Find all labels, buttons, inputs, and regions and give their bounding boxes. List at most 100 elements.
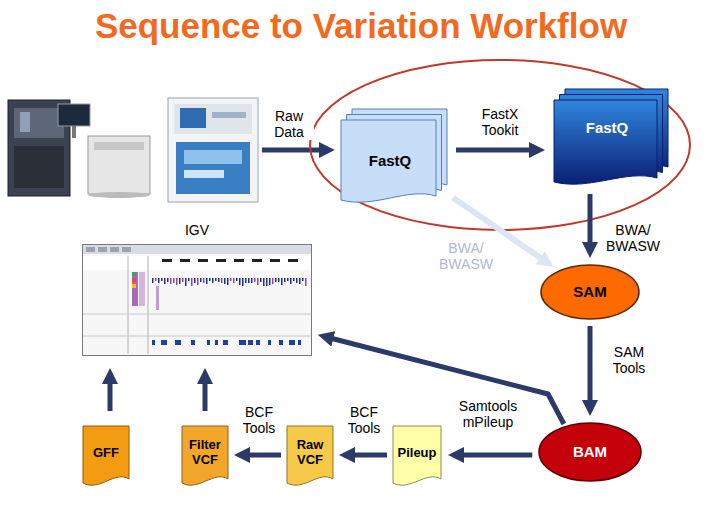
variant-tick bbox=[287, 278, 289, 281]
variant-tick bbox=[179, 278, 181, 284]
node-label: Raw VCF bbox=[289, 438, 331, 468]
gene-segment bbox=[289, 340, 295, 345]
variant-tick bbox=[221, 278, 223, 283]
arrow-connector bbox=[456, 148, 532, 153]
gene-segment bbox=[215, 340, 218, 345]
variant-tick bbox=[167, 278, 169, 282]
gene-segment bbox=[268, 340, 271, 345]
variant-tick bbox=[224, 278, 226, 284]
node-label: BAM bbox=[573, 443, 607, 460]
panel-divider bbox=[128, 256, 129, 354]
gene-segment bbox=[207, 340, 210, 345]
variant-tick bbox=[278, 278, 280, 282]
machine-shadow bbox=[88, 192, 150, 198]
track-divider bbox=[83, 336, 311, 337]
ruler-tick bbox=[180, 259, 190, 262]
ruler-row bbox=[83, 256, 311, 270]
gene-segment bbox=[239, 340, 246, 345]
variant-tick bbox=[284, 278, 286, 282]
edge-label-box: SAM Tools bbox=[603, 344, 655, 376]
sequencer-panel bbox=[94, 142, 144, 150]
variant-tick bbox=[161, 278, 163, 281]
variant-tick bbox=[182, 278, 184, 282]
variant-tick bbox=[263, 278, 265, 286]
sample-color-block bbox=[132, 272, 138, 306]
free-label-box: Raw Data bbox=[264, 108, 314, 140]
variant-tick bbox=[194, 278, 196, 283]
monitor-screen bbox=[58, 104, 90, 126]
variant-tick bbox=[155, 278, 157, 281]
document-outline bbox=[83, 426, 129, 485]
monitor-stand bbox=[72, 126, 76, 138]
toolbar-button bbox=[86, 247, 95, 252]
stacked-page bbox=[554, 100, 657, 184]
toolbar-button bbox=[98, 247, 107, 252]
arrow-connector bbox=[108, 381, 113, 411]
edge-label-box: BCF Tools bbox=[338, 404, 390, 436]
node-label: FastQ bbox=[369, 152, 412, 169]
window-frame bbox=[83, 245, 312, 356]
variant-tick bbox=[275, 278, 277, 282]
fastq-stack: FastQ bbox=[553, 88, 669, 188]
edge-label: Samtools mPileup bbox=[446, 398, 530, 430]
edge-label: BCF Tools bbox=[233, 404, 285, 436]
arrow-connector bbox=[588, 194, 593, 245]
variant-tick bbox=[260, 278, 262, 282]
edge-label: BWA/ BWASW bbox=[434, 240, 498, 272]
gene-segment bbox=[256, 340, 260, 345]
vcf-document: Filter VCF bbox=[181, 425, 229, 489]
variant-tick bbox=[296, 278, 298, 283]
sequencer-slot bbox=[212, 112, 246, 118]
bam-ellipse: BAM bbox=[538, 422, 642, 482]
variant-tick bbox=[188, 278, 190, 281]
variant-tick bbox=[236, 278, 238, 281]
arrow-connector bbox=[352, 453, 387, 458]
variant-tick bbox=[164, 278, 166, 284]
gene-segment bbox=[152, 340, 155, 345]
sample-color-block bbox=[139, 272, 145, 306]
variant-tick bbox=[239, 278, 241, 285]
document-outline bbox=[287, 426, 333, 485]
panel-divider bbox=[148, 256, 149, 354]
highlight-ellipse bbox=[310, 60, 690, 230]
variant-tick bbox=[200, 278, 202, 282]
fastq-stack: FastQ bbox=[340, 108, 448, 206]
ellipse-outline bbox=[541, 265, 639, 319]
variant-tick bbox=[245, 278, 247, 283]
variant-tick bbox=[206, 278, 208, 284]
gene-segment bbox=[175, 340, 181, 345]
edge-label-box: BCF Tools bbox=[233, 404, 285, 436]
variant-tick bbox=[227, 278, 229, 285]
variant-tick bbox=[212, 278, 214, 283]
variant-tick bbox=[302, 278, 304, 281]
gene-segment bbox=[161, 340, 167, 345]
sequencer-screen bbox=[180, 108, 206, 128]
node-label: FastQ bbox=[586, 119, 629, 136]
sequencer-panel bbox=[14, 146, 64, 188]
sample-color-square bbox=[132, 284, 136, 288]
variant-tick bbox=[218, 278, 220, 282]
variant-tick bbox=[170, 278, 172, 284]
sequencer-window bbox=[20, 112, 30, 132]
node-label: SAM bbox=[573, 283, 606, 300]
edge-label-box: BWA/ BWASW bbox=[603, 222, 663, 254]
gff-document: GFF bbox=[82, 425, 130, 489]
pileup-document: Pileup bbox=[392, 425, 442, 489]
edge-label: BCF Tools bbox=[338, 404, 390, 436]
track-divider bbox=[83, 314, 311, 315]
ruler-tick bbox=[216, 259, 226, 262]
variant-tick bbox=[272, 278, 274, 284]
variant-tick bbox=[266, 278, 268, 286]
variant-tick bbox=[293, 278, 295, 281]
variant-tick bbox=[185, 278, 187, 286]
node-label: Filter VCF bbox=[184, 438, 226, 468]
variant-tick bbox=[248, 278, 250, 283]
igv-viewer: IGV bbox=[82, 222, 312, 356]
edge-label: BWA/ BWASW bbox=[603, 222, 663, 254]
toolbar-button bbox=[122, 247, 131, 252]
document-outline bbox=[393, 426, 441, 485]
gene-segment bbox=[191, 340, 195, 345]
edge-label: FastX Tookit bbox=[470, 106, 530, 138]
document-outline bbox=[182, 426, 228, 485]
